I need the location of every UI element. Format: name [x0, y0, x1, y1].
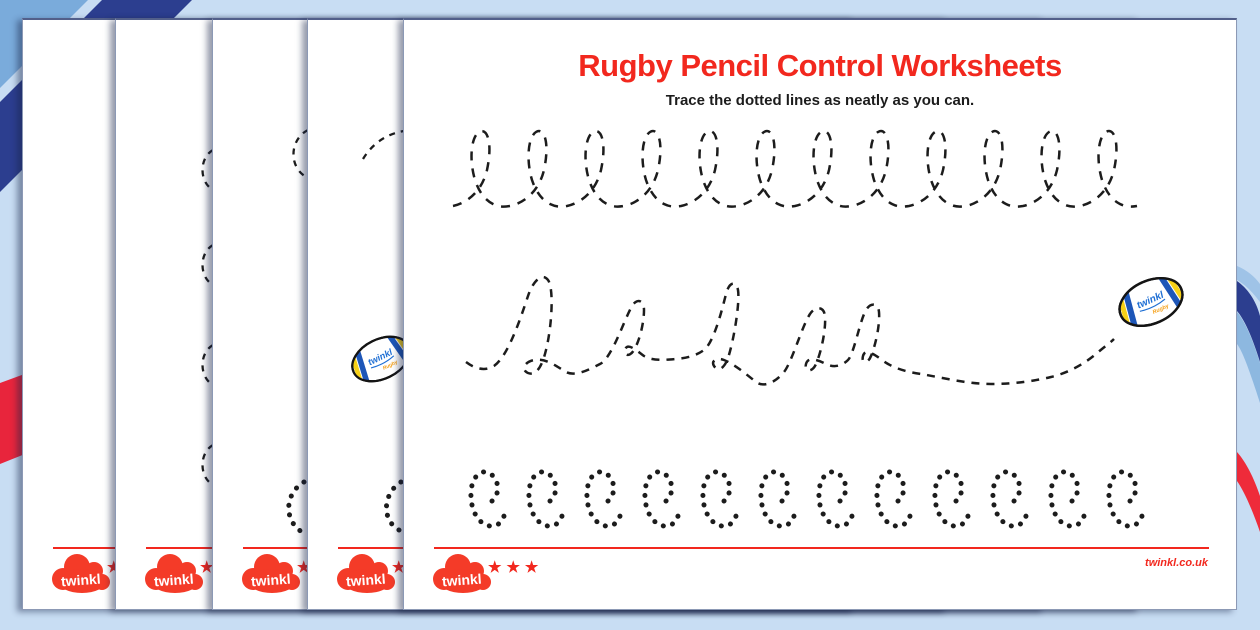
star-icon: ★ [200, 559, 219, 576]
ball-brand-text: twinkl [1135, 290, 1166, 312]
logo-text: twinkl [345, 571, 386, 590]
dotted-e-letter [526, 469, 565, 529]
logo-cloud-icon [145, 554, 203, 593]
logo-cloud-icon [242, 554, 300, 593]
logo-text: twinkl [250, 571, 291, 590]
dotted-e-letter [700, 469, 739, 529]
page-instruction: Trace the dotted lines as neatly as you … [665, 92, 975, 109]
dotted-e-letter [584, 469, 623, 529]
logo-text: twinkl [60, 571, 101, 590]
ball-brand-text: twinkl [366, 347, 394, 368]
star-icon: ★ [488, 559, 507, 576]
dotted-e-letter [758, 469, 797, 529]
logo-text: twinkl [153, 571, 194, 590]
rating-stars: ★★★ [488, 558, 543, 576]
worksheet-page-front: Rugby Pencil Control Worksheets Trace th… [403, 18, 1237, 610]
star-icon: ★ [392, 559, 411, 576]
ball-label-text: Rugby [1152, 303, 1171, 316]
dotted-e-letter [1106, 469, 1145, 529]
trace-row-loops [452, 129, 1138, 208]
trace-dotted-arc [384, 479, 404, 533]
twinkl-logo: twinkl [242, 554, 300, 593]
right-swoosh-pale-blue [1237, 266, 1260, 302]
trace-row-wave [465, 275, 1115, 386]
logo-cloud-icon [433, 554, 491, 593]
right-swoosh-medium-blue [1237, 312, 1260, 403]
dotted-e-letter [990, 469, 1029, 529]
dotted-e-letter [1048, 469, 1087, 529]
star-icon: ★ [524, 559, 544, 576]
trace-arc [292, 128, 309, 178]
right-swoosh-navy [1237, 281, 1260, 362]
right-swoosh-red [1237, 452, 1260, 532]
twinkl-logo: twinkl [145, 554, 203, 593]
twinkl-logo: twinkl [337, 554, 395, 593]
logo-cloud-icon [52, 554, 110, 593]
trace-dotted-arc [286, 479, 307, 535]
dotted-e-letter [816, 469, 855, 529]
logo-text: twinkl [441, 571, 482, 590]
rugby-ball-icon: twinkl Rugby [1112, 268, 1190, 336]
ball-label-text: Rugby [382, 359, 400, 372]
footer-rule [434, 547, 1209, 549]
dotted-e-letter [932, 469, 971, 529]
page-title: Rugby Pencil Control Worksheets [578, 48, 1062, 83]
logo-cloud-icon [337, 554, 395, 593]
twinkl-logo: twinkl [52, 554, 110, 593]
trace-arc [362, 129, 405, 160]
website-text: twinkl.co.uk [1145, 557, 1208, 569]
dotted-e-letter [642, 469, 681, 529]
trace-row-dotted-e [468, 469, 1145, 529]
dotted-e-letter [468, 469, 507, 529]
star-icon: ★ [506, 559, 525, 576]
twinkl-logo: twinkl [433, 554, 491, 593]
star-icon: ★ [297, 559, 315, 576]
dotted-e-letter [874, 469, 913, 529]
